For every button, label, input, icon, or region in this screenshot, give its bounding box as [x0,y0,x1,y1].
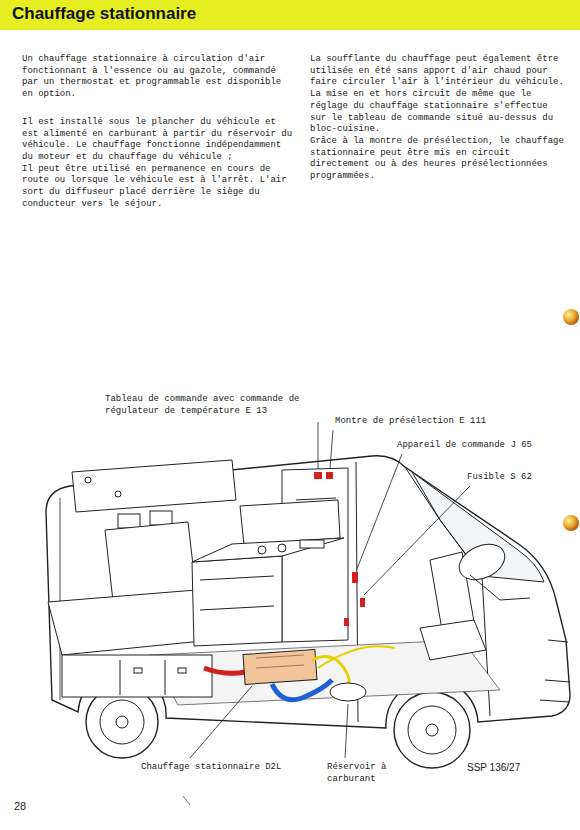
control-panel-e13 [314,472,322,479]
driver-seat [420,537,530,660]
figure-reference: SSP 136/27 [467,762,520,774]
front-grille [540,640,570,702]
callout-label: Réservoir à carburant [327,762,391,785]
page-title: Chauffage stationnaire [12,4,196,24]
control-unit-j65 [352,572,358,583]
body-paragraph: Il est installé sous le plancher du véhi… [22,117,294,164]
roof-cabinet [72,460,236,512]
leader-line [190,422,470,758]
wheel [394,692,470,768]
wiring-part [344,618,349,626]
body-paragraph: La soufflante du chauffage peut égalemen… [310,54,568,89]
callout-label: Tableau de commande avec commande de rég… [105,394,341,417]
text-column: Un chauffage stationnaire à circulation … [22,54,294,210]
callout-label: Fusible S 62 [467,472,532,484]
callout-label: Chauffage stationnaire D2L [141,762,281,774]
fuse-s62 [360,598,365,607]
rear-bench [48,511,212,697]
rear-pillar [60,498,61,700]
margin-marker [563,515,579,531]
margin-marker [563,309,579,325]
stray-mark [183,796,190,805]
text-column: La soufflante du chauffage peut égalemen… [310,54,568,183]
callout-label: Appareil de commande J 65 [397,440,532,452]
timer-e111 [326,472,333,479]
body-paragraph: La mise en et hors circuit de même que l… [310,89,568,136]
fuel-tank [330,683,366,701]
body-paragraph: Grâce à la montre de présélection, le ch… [310,136,568,183]
body-paragraph: Il peut être utilisé en permanence en co… [22,164,294,211]
body-paragraph: Un chauffage stationnaire à circulation … [22,54,294,101]
kitchen-unit [192,468,348,646]
callout-label: Montre de présélection E 111 [335,416,486,428]
van-body [46,456,570,728]
page-number: 28 [14,800,26,813]
